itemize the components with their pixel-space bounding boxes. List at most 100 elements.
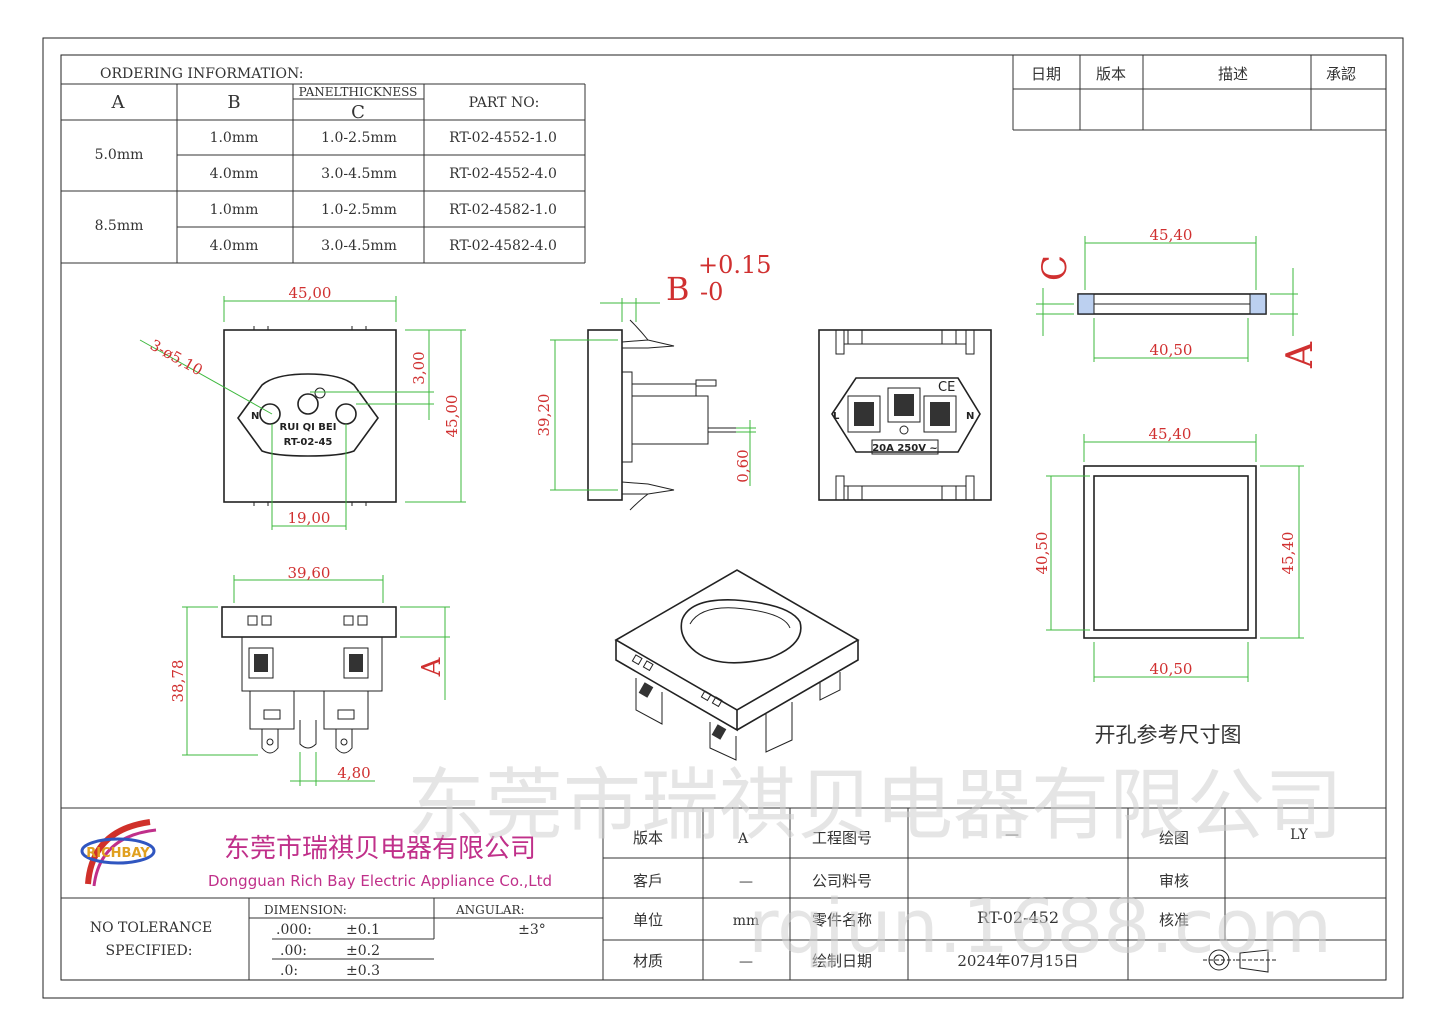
tol-r2-value: ±0.2	[346, 943, 380, 959]
tb-review-label: 审核	[1159, 872, 1189, 890]
company-name-en: Dongguan Rich Bay Electric Appliance Co.…	[208, 872, 552, 890]
tb-material-value: —	[739, 954, 753, 970]
row-a-value: 8.5mm	[95, 218, 144, 234]
dim-bottom-a: A	[417, 656, 447, 677]
col-b-header: B	[227, 92, 240, 113]
panel-section-view: 45,40 40,50 C A	[1035, 226, 1321, 369]
dim-pin-pitch: 4,80	[337, 764, 370, 782]
projection-symbol-icon	[1203, 949, 1276, 973]
dim-cut-right: 45,40	[1279, 532, 1297, 575]
dim-cut-top: 45,40	[1149, 425, 1192, 443]
dim-pin-thick: 0,60	[734, 449, 752, 482]
dim-holes: 3-ø5,10	[147, 336, 206, 379]
tb-version-value: A	[737, 831, 749, 847]
tb-part-code-label: 公司料号	[812, 872, 872, 890]
dim-panel-bottom-width: 40,50	[1150, 341, 1193, 359]
dim-cut-bottom: 40,50	[1150, 660, 1193, 678]
company-name-cn: 东莞市瑞祺贝电器有限公司	[224, 834, 536, 864]
company-logo: RICHBAY	[80, 819, 157, 887]
dim-panel-a: A	[1280, 341, 1321, 369]
rev-approve-header: 承認	[1326, 65, 1356, 83]
col-c-header: C	[351, 102, 365, 123]
col-part-header: PART NO:	[469, 95, 540, 111]
dim-panel-top-width: 45,40	[1150, 226, 1193, 244]
dim-pin-offset: 3,00	[410, 351, 428, 384]
row-c-value: 3.0-4.5mm	[321, 238, 397, 254]
outer-frame	[42, 37, 1404, 999]
earth-symbol-icon	[314, 387, 326, 399]
tol-dimension-header: DIMENSION:	[264, 903, 347, 917]
dim-side-b: B	[666, 270, 690, 308]
row-c-value: 3.0-4.5mm	[321, 166, 397, 182]
tol-r3-label: .0:	[280, 963, 298, 979]
watermark-site: rqjun.1688.com	[748, 884, 1332, 970]
row-b-value: 4.0mm	[210, 238, 259, 254]
tb-date-label: 绘制日期	[812, 952, 872, 970]
tol-r3-value: ±0.3	[346, 963, 380, 979]
brand-mark: RUI QI BEI	[280, 422, 337, 433]
isometric-view	[614, 569, 860, 761]
bottom-view: 39,60 38,78 A 4,80	[169, 564, 450, 786]
dim-front-width: 45,00	[289, 284, 332, 302]
tb-version-label: 版本	[633, 829, 663, 847]
cutout-view: 45,40 40,50 45,40 40,50 开孔参考尺寸图	[1033, 425, 1304, 747]
tb-material-label: 材质	[633, 952, 663, 970]
row-a-value: 5.0mm	[95, 147, 144, 163]
tb-part-name-value: RT-02-452	[977, 908, 1059, 927]
col-c-top-header: PANELTHICKNESS	[299, 85, 418, 99]
tb-approve-label: 核准	[1159, 911, 1189, 929]
dim-front-height: 45,00	[443, 395, 461, 438]
dim-tol-plus: +0.15	[698, 251, 772, 279]
rating-mark: 20A 250V ~	[872, 443, 938, 454]
tb-drawing-no-value: —	[1005, 827, 1019, 843]
tb-unit-value: mm	[733, 913, 760, 929]
row-part-value: RT-02-4582-1.0	[449, 202, 557, 218]
side-view: B +0.15 -0 39,20 0,60	[535, 251, 772, 511]
inner-frame	[60, 54, 1387, 981]
front-n-mark: N	[251, 411, 259, 422]
title-block: RICHBAY 东莞市瑞祺贝电器有限公司 Dongguan Rich Bay E…	[61, 807, 1386, 980]
dim-pin-span: 19,00	[288, 509, 331, 527]
ordering-table: ORDERING INFORMATION: A B PANELTHICKNESS…	[61, 66, 586, 264]
dim-bottom-height: 38,78	[169, 660, 187, 703]
revision-table: 日期 版本 描述 承認	[1012, 55, 1386, 131]
socket-hole-neutral	[259, 403, 281, 425]
tb-drawing-no-label: 工程图号	[812, 829, 872, 847]
row-b-value: 1.0mm	[210, 202, 259, 218]
row-b-value: 4.0mm	[210, 166, 259, 182]
rev-description-header: 描述	[1218, 65, 1248, 83]
tol-label-1: NO TOLERANCE	[90, 920, 212, 936]
tb-customer-label: 客戶	[633, 872, 663, 890]
col-a-header: A	[111, 92, 126, 113]
rev-date-header: 日期	[1031, 65, 1061, 83]
model-mark: RT-02-45	[284, 437, 333, 448]
tb-date-value: 2024年07月15日	[957, 952, 1078, 970]
tol-r2-label: .00:	[280, 943, 307, 959]
row-c-value: 1.0-2.5mm	[321, 130, 397, 146]
socket-hole-live	[335, 403, 357, 425]
rear-view: L N CE 20A 250V ~	[818, 329, 992, 501]
ordering-title: ORDERING INFORMATION:	[100, 66, 303, 82]
watermark-company: 东莞市瑞祺贝电器有限公司	[407, 761, 1343, 851]
dim-panel-c: C	[1035, 255, 1075, 281]
socket-hole-earth	[297, 393, 319, 415]
tol-r1-label: .000:	[276, 922, 312, 938]
tol-r1-value: ±0.1	[346, 922, 380, 938]
tol-angular-value: ±3°	[518, 922, 546, 938]
tb-unit-label: 单位	[633, 911, 663, 929]
rear-n-mark: N	[966, 411, 974, 422]
tb-part-name-label: 零件名称	[812, 911, 872, 929]
rear-l-mark: L	[833, 411, 840, 422]
ce-mark: CE	[938, 380, 955, 395]
earth-symbol-icon	[899, 425, 909, 435]
dim-side-height: 39,20	[535, 394, 553, 437]
front-view: N RUI QI BEI RT-02-45 45,00 45,00 3,00 1…	[139, 284, 466, 530]
tb-drawn-label: 绘图	[1159, 829, 1189, 847]
row-c-value: 1.0-2.5mm	[321, 202, 397, 218]
logo-text: RICHBAY	[86, 846, 150, 861]
rev-version-header: 版本	[1096, 65, 1126, 83]
cutout-caption: 开孔参考尺寸图	[1095, 723, 1242, 747]
dim-tol-minus: -0	[700, 278, 723, 306]
tol-angular-header: ANGULAR:	[455, 903, 525, 917]
